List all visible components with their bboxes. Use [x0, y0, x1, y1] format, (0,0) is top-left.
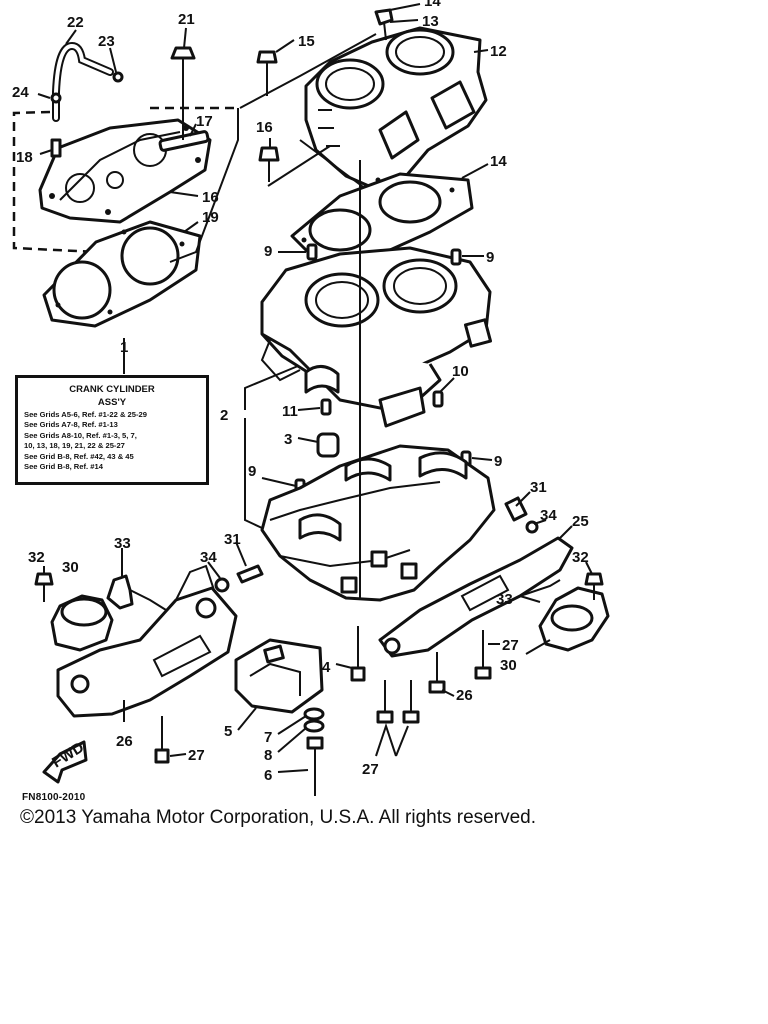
nipple-20 — [50, 138, 62, 158]
callout-30: 30 — [62, 559, 79, 576]
sensor-13-14 — [374, 8, 394, 41]
callout-14: 14 — [424, 0, 441, 10]
exhaust-gasket-21 — [42, 220, 202, 328]
engine-bracket-25 — [378, 536, 574, 658]
callout-20: 18 — [16, 149, 33, 166]
callout-numbers: 22 23 24 21 17 18 16 19 1 15 16 14 13 12… — [12, 0, 589, 784]
bolt-28 — [428, 652, 446, 694]
callout-31: 31 — [530, 479, 547, 496]
bolt-6 — [306, 736, 324, 796]
callout-32: 32 — [28, 549, 45, 566]
crankcase-bracket-2 — [244, 365, 299, 529]
engine-bracket-26 — [56, 564, 238, 718]
bolt-4 — [350, 626, 366, 682]
cylinder-outline-box — [169, 33, 377, 263]
callout-24: 24 — [12, 84, 29, 101]
callout-22: 21 — [178, 11, 195, 28]
engine-mount-30-right — [538, 586, 610, 652]
cylinder-gasket-15 — [290, 172, 474, 264]
callout-33: 33 — [496, 591, 513, 608]
bolt-32-left — [34, 572, 54, 602]
bolt-31-left — [236, 564, 264, 584]
seal-3 — [316, 432, 340, 458]
callout-34: 34 — [540, 507, 557, 524]
bolt-31-right — [504, 496, 528, 522]
callout-11: 11 — [282, 403, 298, 420]
engine-mount-30-left — [50, 594, 114, 652]
callout-23: 22 — [67, 14, 84, 31]
callout-17: 16 — [256, 119, 273, 136]
callout-9: 9 — [494, 453, 502, 470]
callout-27: 27 — [362, 761, 379, 778]
callout-12: 12 — [490, 43, 507, 60]
washer-34-left — [214, 577, 230, 593]
callout-4: 4 — [322, 659, 331, 676]
clamps-24 — [50, 71, 124, 104]
callout-21: 19 — [202, 209, 219, 226]
bolt-16 — [256, 50, 278, 96]
callout-32: 32 — [572, 549, 589, 566]
stay-33-right — [519, 579, 561, 597]
engine-mount-5 — [234, 638, 324, 714]
hose-23 — [52, 41, 114, 122]
note-line: See Grid B-8, Ref. #14 — [24, 462, 103, 472]
note-line: See Grids A5-6, Ref. #1-22 & 25-29 — [24, 410, 147, 419]
callout-2: 2 — [220, 407, 228, 424]
callout-5: 5 — [224, 723, 232, 740]
note-line: See Grid B-8, Ref. #42, 43 & 45 — [24, 451, 134, 461]
callout-15: 14 — [490, 153, 507, 170]
callout-33: 33 — [114, 535, 131, 552]
bolt-32-right — [584, 572, 604, 600]
figure-code: FN8100-2010 — [22, 792, 86, 803]
callout-19: 17 — [196, 113, 213, 130]
note-line: 10, 13, 18, 19, 21, 22 & 25-27 — [24, 441, 125, 451]
callout-31: 31 — [224, 531, 241, 548]
callout-9: 9 — [264, 243, 272, 260]
exhaust-cover-assembly-outline — [12, 106, 237, 254]
callout-7: 7 — [264, 729, 272, 746]
callout-16: 15 — [298, 33, 315, 50]
callout-6: 6 — [264, 767, 272, 784]
callout-8: 8 — [264, 747, 272, 764]
bolt-22 — [170, 46, 196, 140]
callout-28: 26 — [456, 687, 473, 704]
note-line: See Grids A7-8, Ref. #1-13 — [24, 420, 118, 430]
bolt-17 — [258, 146, 280, 182]
note-title-line2: ASS'Y — [97, 397, 127, 408]
bolts-27 — [154, 680, 420, 764]
fwd-arrow-icon: FWD — [42, 739, 88, 784]
callout-25: 25 — [572, 513, 589, 530]
bolt-29 — [474, 630, 492, 680]
callout-26: 26 — [116, 733, 133, 750]
callout-13: 13 — [422, 13, 439, 30]
pins-10-11 — [320, 390, 444, 416]
stay-33-left — [106, 574, 167, 611]
callout-29: 27 — [502, 637, 519, 654]
copyright-notice: ©2013 Yamaha Motor Corporation, U.S.A. A… — [20, 807, 536, 828]
leader-lines — [37, 3, 593, 773]
note-title-line1: CRANK CYLINDER — [69, 384, 155, 395]
callout-9: 9 — [486, 249, 494, 266]
collar-washer-7-8 — [303, 707, 325, 733]
callout-10: 10 — [452, 363, 469, 380]
callout-30: 30 — [500, 657, 517, 674]
callout-9: 9 — [248, 463, 256, 480]
lower-crankcase — [260, 444, 496, 602]
callout-24: 23 — [98, 33, 115, 50]
callout-1: 1 — [120, 339, 128, 356]
callout-3: 3 — [284, 431, 292, 448]
note-line: See Grids A8-10, Ref. #1-3, 5, 7, — [24, 430, 137, 440]
callout-27: 27 — [188, 747, 205, 764]
cylinder-12 — [299, 26, 488, 193]
upper-crankcase — [260, 246, 493, 428]
callout-34: 34 — [200, 549, 217, 566]
callout-18: 16 — [202, 189, 219, 206]
crank-cylinder-assy-note: CRANK CYLINDER ASS'Y See Grids A5-6, Ref… — [15, 375, 209, 485]
